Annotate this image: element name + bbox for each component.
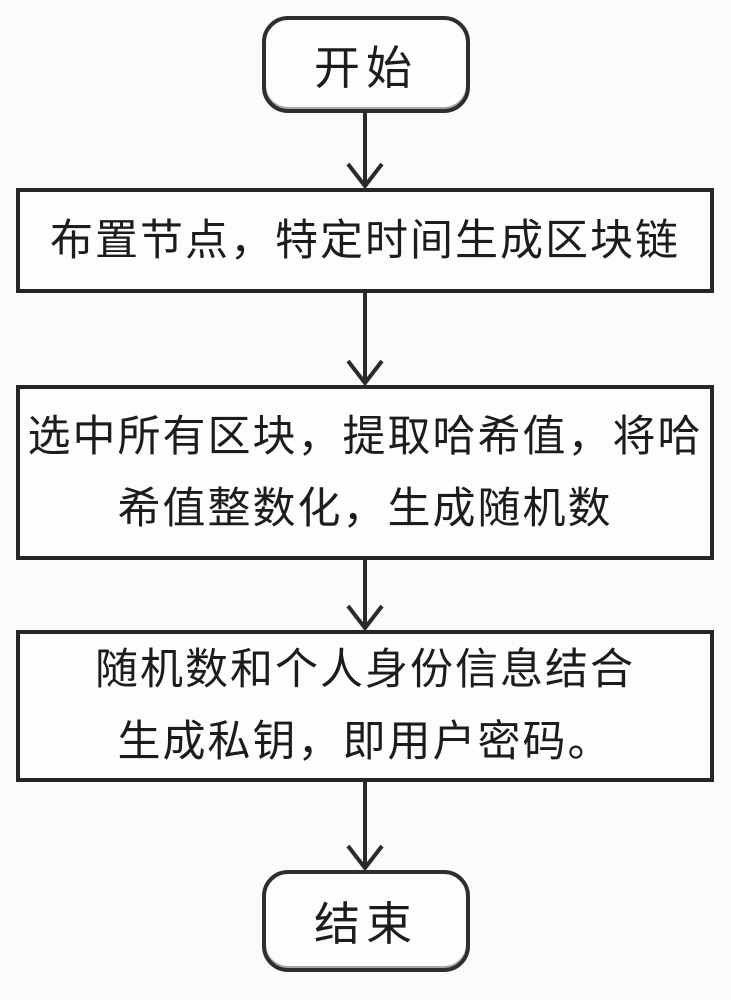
end-node: 结束 (262, 870, 470, 972)
process-node-generate-key-line2: 生成私钥，即用户密码。 (117, 718, 613, 766)
process-node-generate-key: 随机数和个人身份信息结合 生成私钥，即用户密码。 (16, 630, 714, 782)
process-node-extract-hash: 选中所有区块，提取哈希值，将哈 希值整数化，生成随机数 (16, 385, 714, 560)
process-node-extract-hash-line2: 希值整数化，生成随机数 (117, 484, 613, 533)
start-node: 开始 (262, 16, 470, 113)
process-node-deploy-nodes-label: 布置节点，特定时间生成区块链 (50, 216, 680, 265)
process-node-extract-hash-line1: 选中所有区块，提取哈希值，将哈 (27, 412, 703, 461)
flow-arrow-step1-to-step2 (346, 292, 384, 387)
flow-arrow-step2-to-step3 (346, 559, 384, 632)
flow-arrow-start-to-step1 (346, 112, 384, 190)
end-node-label: 结束 (314, 898, 418, 950)
process-node-generate-key-line1: 随机数和个人身份信息结合 (95, 646, 635, 694)
flow-arrow-step3-to-end (346, 781, 384, 872)
process-node-deploy-nodes: 布置节点，特定时间生成区块链 (16, 188, 714, 293)
start-node-label: 开始 (314, 41, 418, 94)
